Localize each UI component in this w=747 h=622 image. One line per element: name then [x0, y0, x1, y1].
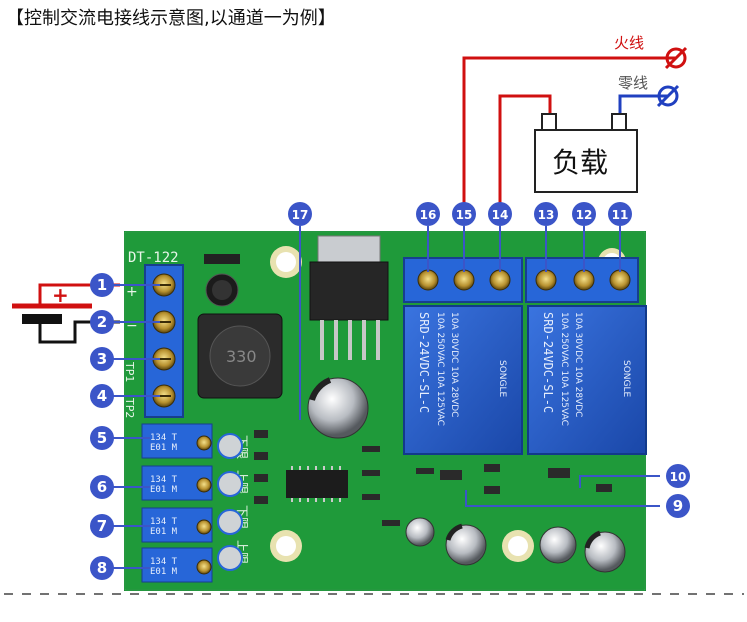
- svg-text:E01 M: E01 M: [150, 443, 178, 453]
- svg-text:134 T: 134 T: [150, 475, 178, 485]
- svg-text:14: 14: [492, 208, 509, 222]
- terminal-screw-11: [609, 269, 631, 291]
- left-terminal-block: [144, 264, 184, 418]
- svg-text:6: 6: [97, 478, 107, 496]
- smd-components: [254, 430, 612, 526]
- callout-2: 2: [90, 310, 114, 334]
- svg-text:8: 8: [97, 559, 107, 577]
- terminal-screw-12: [573, 269, 595, 291]
- svg-text:10A 250VAC 10A 125VAC: 10A 250VAC 10A 125VAC: [435, 312, 445, 426]
- relay-terminal-block-2: [525, 257, 639, 303]
- neutral-wire: [618, 94, 668, 116]
- svg-text:E01 M: E01 M: [150, 567, 178, 577]
- svg-text:16: 16: [420, 208, 437, 222]
- callout-17: 17: [288, 202, 312, 226]
- callout-3: 3: [90, 347, 114, 371]
- svg-text:10A 30VDC 10A 28VDC: 10A 30VDC 10A 28VDC: [449, 312, 459, 417]
- electrolytic-capacitor: [307, 377, 369, 439]
- small-capacitor: [205, 273, 239, 307]
- svg-text:SRD-24VDC-SL-C: SRD-24VDC-SL-C: [417, 312, 431, 413]
- callout-9: 9: [666, 494, 690, 518]
- svg-text:11: 11: [612, 208, 629, 222]
- live-wire: [462, 56, 676, 208]
- svg-text:5: 5: [97, 429, 107, 447]
- load-box: 负载: [534, 113, 638, 193]
- label-plus: +: [126, 284, 138, 300]
- label-minus: −: [126, 318, 138, 334]
- page-title: 【控制交流电接线示意图,以通道一为例】: [6, 8, 336, 29]
- neutral-label: 零线: [618, 74, 648, 92]
- svg-text:SONGLE: SONGLE: [497, 360, 507, 398]
- relay-1: SRD-24VDC-SL-C 10A 250VAC 10A 125VAC 10A…: [403, 305, 523, 455]
- terminal-screw-13: [535, 269, 557, 291]
- svg-text:134 T: 134 T: [150, 433, 178, 443]
- live-label: 火线: [614, 34, 644, 52]
- load-wire: [498, 94, 552, 208]
- power-supply-symbol: +: [12, 283, 92, 324]
- bottom-capacitors: [405, 517, 626, 573]
- callout-7: 7: [90, 514, 114, 538]
- callout-14: 14: [488, 202, 512, 226]
- terminal-screw-16: [417, 269, 439, 291]
- terminal-screw-14: [489, 269, 511, 291]
- callout-13: 13: [534, 202, 558, 226]
- svg-text:12: 12: [576, 208, 593, 222]
- diode: [204, 254, 240, 264]
- svg-text:10: 10: [670, 470, 687, 484]
- voltage-regulator: [309, 235, 389, 360]
- inductor: 330: [197, 313, 283, 399]
- callout-15: 15: [452, 202, 476, 226]
- ic-chip: [286, 466, 348, 502]
- svg-text:134 T: 134 T: [150, 557, 178, 567]
- svg-text:E01 M: E01 M: [150, 485, 178, 495]
- callout-10: 10: [666, 464, 690, 488]
- neutral-terminal-icon: [656, 84, 680, 108]
- svg-text:7: 7: [97, 517, 107, 535]
- callout-12: 12: [572, 202, 596, 226]
- label-tp1: TP1: [123, 361, 136, 382]
- callouts: 1 2 3 4 5 6 7 8 9 10 11 12 13 14 15 16 1…: [90, 202, 690, 580]
- svg-text:E01 M: E01 M: [150, 527, 178, 537]
- svg-text:134 T: 134 T: [150, 517, 178, 527]
- svg-text:4: 4: [97, 387, 107, 405]
- svg-text:9: 9: [673, 497, 683, 515]
- callout-leaders: [112, 226, 660, 569]
- callout-16: 16: [416, 202, 440, 226]
- callout-6: 6: [90, 475, 114, 499]
- label-tp2: TP2: [123, 397, 136, 418]
- svg-text:SRD-24VDC-SL-C: SRD-24VDC-SL-C: [541, 312, 555, 413]
- svg-text:17: 17: [292, 208, 309, 222]
- callout-1: 1: [90, 273, 114, 297]
- terminal-screw-15: [453, 269, 475, 291]
- svg-text:3: 3: [97, 350, 107, 368]
- svg-text:10A 250VAC 10A 125VAC: 10A 250VAC 10A 125VAC: [559, 312, 569, 426]
- model-label: DT-122: [128, 250, 179, 266]
- svg-text:10A 30VDC 10A 28VDC: 10A 30VDC 10A 28VDC: [573, 312, 583, 417]
- svg-text:15: 15: [456, 208, 473, 222]
- callout-8: 8: [90, 556, 114, 580]
- callout-5: 5: [90, 426, 114, 450]
- test-pads: [217, 433, 243, 571]
- svg-text:SONGLE: SONGLE: [621, 360, 631, 398]
- inductor-label: 330: [226, 347, 257, 366]
- live-terminal-icon: [664, 46, 688, 70]
- callout-4: 4: [90, 384, 114, 408]
- load-label: 负载: [552, 146, 608, 179]
- power-plus-sign: +: [52, 283, 69, 307]
- svg-text:13: 13: [538, 208, 555, 222]
- callout-11: 11: [608, 202, 632, 226]
- svg-text:1: 1: [97, 276, 107, 294]
- svg-text:2: 2: [97, 313, 107, 331]
- relay-2: SRD-24VDC-SL-C 10A 250VAC 10A 125VAC 10A…: [527, 305, 647, 455]
